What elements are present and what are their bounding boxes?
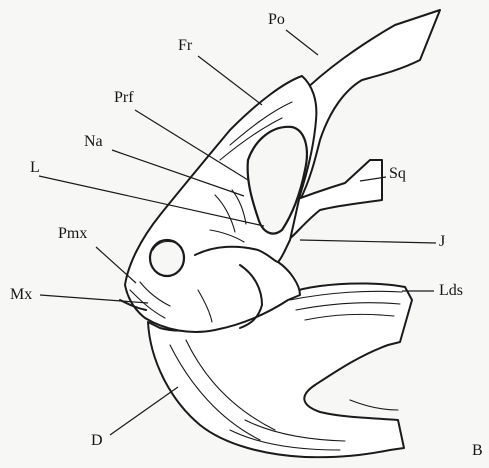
- label-j: J: [439, 234, 445, 250]
- label-po: Po: [268, 12, 285, 28]
- naris-opening: [150, 240, 184, 276]
- label-fr: Fr: [178, 38, 192, 54]
- panel-label: B: [472, 443, 483, 459]
- label-d: D: [91, 433, 103, 449]
- label-pmx: Pmx: [58, 226, 87, 242]
- label-mx: Mx: [10, 287, 32, 303]
- label-lds: Lds: [439, 283, 463, 299]
- label-sq: Sq: [389, 166, 406, 182]
- label-prf: Prf: [114, 90, 134, 106]
- label-l: L: [30, 160, 40, 176]
- label-na: Na: [84, 134, 103, 150]
